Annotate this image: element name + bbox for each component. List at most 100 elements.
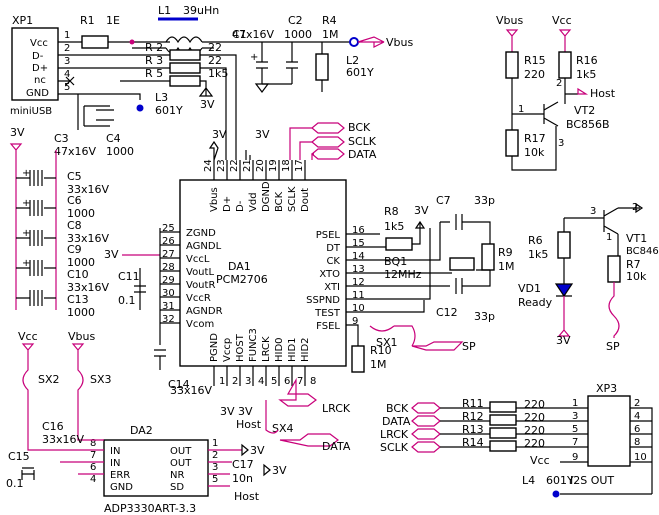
xp3-name: I2S OUT [570,474,614,487]
r10-ref: R10 [370,344,392,357]
c16-value: 33x16V [42,433,85,446]
xp1-ref: XP1 [12,14,33,27]
svg-text:Vbus: Vbus [496,14,523,27]
svg-text:33x16V: 33x16V [67,183,110,196]
svg-text:3V: 3V [220,405,235,418]
svg-text:4: 4 [64,69,70,80]
c4-value: 1000 [106,145,134,158]
svg-text:9: 9 [572,452,578,463]
svg-text:OUT: OUT [170,446,192,457]
c14-value: 33x16V [170,384,213,397]
r5-supply: 3V [200,98,215,111]
svg-text:R11: R11 [462,397,484,410]
r4-value: 1M [322,28,339,41]
r6-body [557,231,571,259]
data-net-bottom: DATA [322,440,351,453]
left-pin-num: 32 [162,314,175,325]
svg-text:1000: 1000 [67,207,95,220]
svg-text:LRCK: LRCK [380,428,409,441]
top-pin-num: 18 [281,159,292,172]
c3-value: 47x16V [54,145,97,158]
bottom-pin-label: FUNC3 [248,328,259,362]
left-pin-num: 29 [162,275,175,286]
bottom-pin-label: LRCK [261,336,272,362]
left-pin-num: 28 [162,262,175,273]
r7-ref: R7 [626,258,641,271]
bottom-pin-label: HID0 [274,337,285,362]
r9-body [481,243,495,271]
r15-value: 220 [524,68,545,81]
r9-ref: R9 [498,246,513,259]
l4-ref: L4 [522,474,535,487]
top-pin-label: D+ [222,196,233,212]
top-pin-label: Vbus [209,187,220,212]
r7-value: 10k [626,270,647,283]
svg-text:5: 5 [64,82,70,93]
svg-text:BCK: BCK [386,402,409,415]
svg-text:+: + [22,228,30,239]
bottom-pin-num: 8 [310,376,316,387]
svg-text:8: 8 [90,438,96,449]
c11-value: 0.1 [118,294,136,307]
left-pin-label: VccL [186,254,210,265]
vt2-value: BC856B [566,118,610,131]
svg-text:220: 220 [524,437,545,450]
r1-body [81,35,109,49]
r8-ref: R8 [384,205,399,218]
svg-text:OUT: OUT [170,458,192,469]
svg-text:3V: 3V [104,248,119,261]
l2-body [315,53,329,81]
svg-text:SP: SP [606,340,620,353]
r1-value: 1E [106,14,120,27]
bottom-pin-num: 7 [297,376,303,387]
svg-text:1: 1 [212,438,218,449]
svg-text:8: 8 [634,437,640,448]
r17-value: 10k [524,146,545,159]
svg-text:R13: R13 [462,423,484,436]
svg-text:Vcc: Vcc [18,330,38,343]
svg-text:Vcc: Vcc [552,14,572,27]
cap-bank: + + + + C5 33x16V C6 1000 C8 33x16V C9 1… [16,168,110,319]
top-pin-label: Dout [300,188,311,212]
left-pin-label: VoutR [186,280,215,291]
xp1-body [11,27,59,101]
bottom-pin-label: HID1 [287,337,298,362]
sclk-net: SCLK [348,135,377,148]
right-pin-num: 10 [352,303,365,314]
svg-text:3: 3 [590,206,596,217]
r5-ref: R 5 [145,67,163,80]
svg-text:C9: C9 [67,243,82,256]
bottom-pin-num: 6 [284,376,290,387]
svg-text:Host: Host [590,87,616,100]
svg-text:SCLK: SCLK [380,441,409,454]
l3-ref: L3 [155,91,168,104]
da1-part: PCM2706 [216,273,268,286]
crystal-body [449,257,475,271]
bottom-pin-num: 5 [271,376,277,387]
right-pin-label: XTI [324,282,340,293]
svg-text:3: 3 [572,411,578,422]
top-pin-label: D- [235,200,246,212]
svg-text:6: 6 [634,424,640,435]
top-pin-num: 21 [242,159,253,172]
c3-ref: C3 [54,132,69,145]
svg-text:+: + [22,198,30,209]
r15-body [505,51,519,79]
bq1-ref: BQ1 [384,255,407,268]
right-pin-label: XTO [319,269,340,280]
right-pin-label: FSEL [316,321,340,332]
c12-ref: C12 [436,306,458,319]
r16-value: 1k5 [576,68,596,81]
svg-text:220: 220 [524,411,545,424]
c17-value: 10n [232,472,253,485]
top-pin-num: 23 [216,159,227,172]
svg-text:R12: R12 [462,410,484,423]
data-net: DATA [348,148,377,161]
c17-ref: C17 [232,458,254,471]
svg-text:+: + [22,258,30,269]
top-pin-label: DGND [261,181,272,212]
l1-ref: L1 [158,4,171,17]
r3-ref: R 3 [145,54,163,67]
svg-text:C8: C8 [67,219,82,232]
right-pin-num: 15 [352,238,365,249]
